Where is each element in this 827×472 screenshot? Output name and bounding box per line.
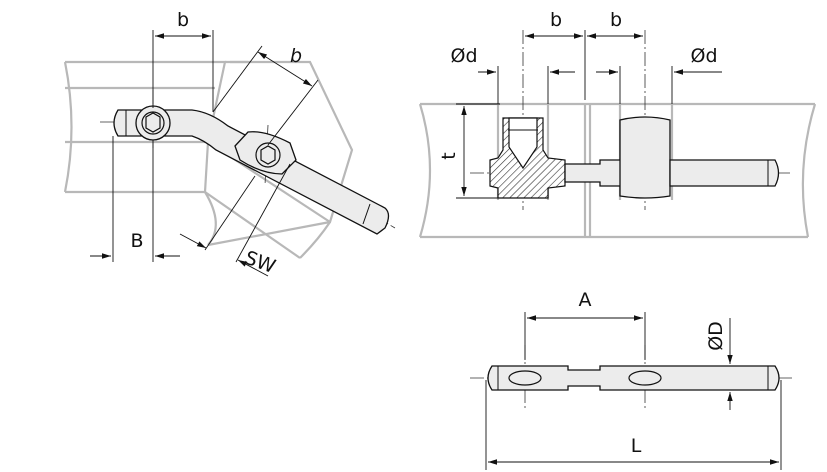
- angled-bolt: [113, 109, 390, 235]
- bolt: [487, 365, 780, 391]
- nut-right: [234, 131, 297, 175]
- dim-d-left: Ød: [450, 45, 477, 67]
- dim-B: B: [130, 230, 143, 252]
- section-shaft: [564, 159, 626, 187]
- dim-d-right: Ød: [690, 45, 717, 67]
- dim-L: L: [631, 435, 642, 457]
- dim-b-left: b: [177, 9, 189, 31]
- angled-connector-view: b b B SW: [63, 9, 396, 278]
- dim-t: t: [438, 152, 460, 159]
- section-nut-right: [619, 116, 671, 199]
- bolt-hole-left: [508, 370, 542, 386]
- bolt-side-view: A ØD L: [470, 289, 795, 470]
- dim-A: A: [579, 289, 592, 311]
- dim-b-1: b: [550, 9, 562, 31]
- nut-left: [135, 105, 171, 141]
- section-bolt-end: [669, 159, 780, 187]
- dim-b-angled: b: [290, 45, 302, 67]
- section-view: Ød Ød b b t: [418, 9, 817, 239]
- dim-b-2: b: [610, 9, 622, 31]
- bolt-hole-right: [628, 370, 662, 386]
- dim-SW: SW: [242, 247, 279, 278]
- dim-D: ØD: [705, 321, 727, 351]
